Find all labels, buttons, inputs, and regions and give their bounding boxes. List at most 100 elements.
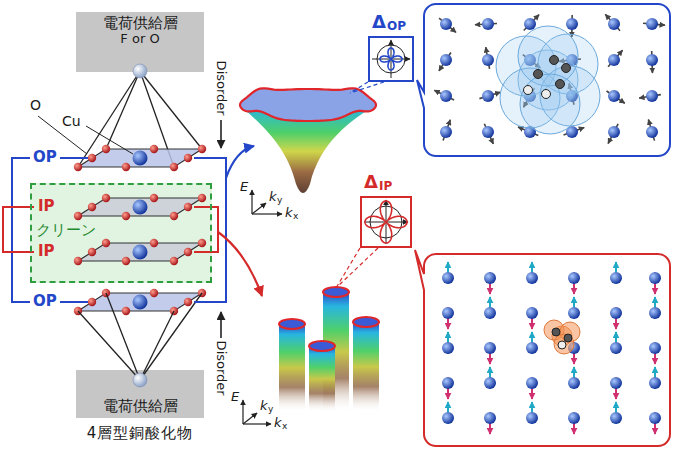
spin-site [484,377,496,389]
oxygen-atom [102,145,110,153]
oxygen-atom [170,163,178,171]
disorder-arrow [220,120,222,148]
fermi-pocket-column [353,322,379,412]
d-wave-gap [380,48,402,70]
copper-atom [133,245,148,260]
antiferromagnetic-lattice [442,262,661,434]
spin-site [608,90,620,102]
axis-label: k [269,190,277,204]
cuo2-plane [74,194,206,220]
axis-line [252,203,266,214]
region-label: 電荷供給層 [103,398,178,415]
electron [524,86,533,95]
axis-line [252,213,282,214]
spin-site [526,272,538,284]
oxygen-atom [122,307,130,315]
axis-line [251,190,252,214]
fermi-surface-rim [240,88,376,121]
disorder-label: Disorder [214,60,228,115]
spin-lattice [434,14,665,144]
leader-line [86,126,133,154]
spin-site [526,412,538,424]
oxygen-atom [122,163,130,171]
electron [558,341,566,349]
cuo2-plane [74,239,206,265]
spin-site [608,18,620,30]
oxygen-atom [184,154,192,162]
disorder-arrow [220,312,222,338]
fermi-pocket-column [309,346,335,412]
op-bracket [60,301,88,303]
copper-atom [133,295,148,310]
spin-site [608,126,620,138]
pyramid-edge [106,293,140,380]
spin-site [440,126,452,138]
spin-site [568,307,580,319]
electron [534,70,543,79]
gap-inset-box: ΔIP [360,196,412,248]
oxygen-atom [74,257,82,265]
gap-symbol: Δ [364,172,378,193]
spin-site [526,377,538,389]
spin-site [440,90,452,102]
spin-site [566,18,578,30]
gap-polar-plot [362,198,410,246]
charge-reservoir-band: 電荷供給層F or O [76,12,204,72]
apical-atom [133,373,147,387]
oxygen-atom [102,194,110,202]
region-label: クリーン [36,222,96,239]
pyramid-edge [140,311,174,380]
oxygen-atom [74,212,82,220]
clean-region-box: クリーン [30,183,212,283]
apical-atom [133,64,147,78]
op-arrow [226,146,254,178]
spin-site [442,377,454,389]
zoom-line [350,82,384,93]
plane-sheet [78,243,202,261]
spin-arrow [608,50,622,67]
spin-site [482,126,494,138]
gap-inset-box: ΔOP [368,36,414,82]
oxygen-atom [170,257,178,265]
axis-line [243,423,271,424]
disorder-label: Disorder [214,340,228,395]
spin-site [568,412,580,424]
band-dispersion-bowl [240,89,376,193]
fermi-pocket-top [323,287,349,297]
electron [564,334,572,342]
oxygen-atom [198,194,206,202]
spin-site [442,307,454,319]
region-fill [76,370,204,418]
spin-site [568,377,580,389]
axis-label: E [240,180,248,194]
spin-site [484,412,496,424]
d-wave-gap [365,201,407,243]
oxygen-atom [122,212,130,220]
axis-label: E [231,390,239,404]
oxygen-atom [150,145,158,153]
atom-label: Cu [62,114,81,129]
spin-site [484,272,496,284]
cooper-pair-cloud [496,26,600,134]
spin-site [610,342,622,354]
oxygen-atom [184,298,192,306]
spin-site [482,54,494,66]
oxygen-atom [88,248,96,256]
figure-caption: 4層型銅酸化物 [87,425,194,442]
spin-site [646,126,658,138]
oxygen-atom [150,239,158,247]
zoom-line [336,248,378,288]
axis-label: k [260,399,268,413]
ip-bracket [194,207,218,252]
gap-polar-plot [370,38,412,80]
layer-label: IP [38,198,55,215]
gap-subscript: OP [387,20,406,34]
spin-site [608,54,620,66]
pyramid-edge [78,311,140,380]
region-label: 電荷供給層 [103,15,178,32]
axis-line [243,413,257,424]
zoom-line [350,82,368,93]
pyramid-edges [78,71,202,167]
gap-symbol: Δ [372,12,386,33]
